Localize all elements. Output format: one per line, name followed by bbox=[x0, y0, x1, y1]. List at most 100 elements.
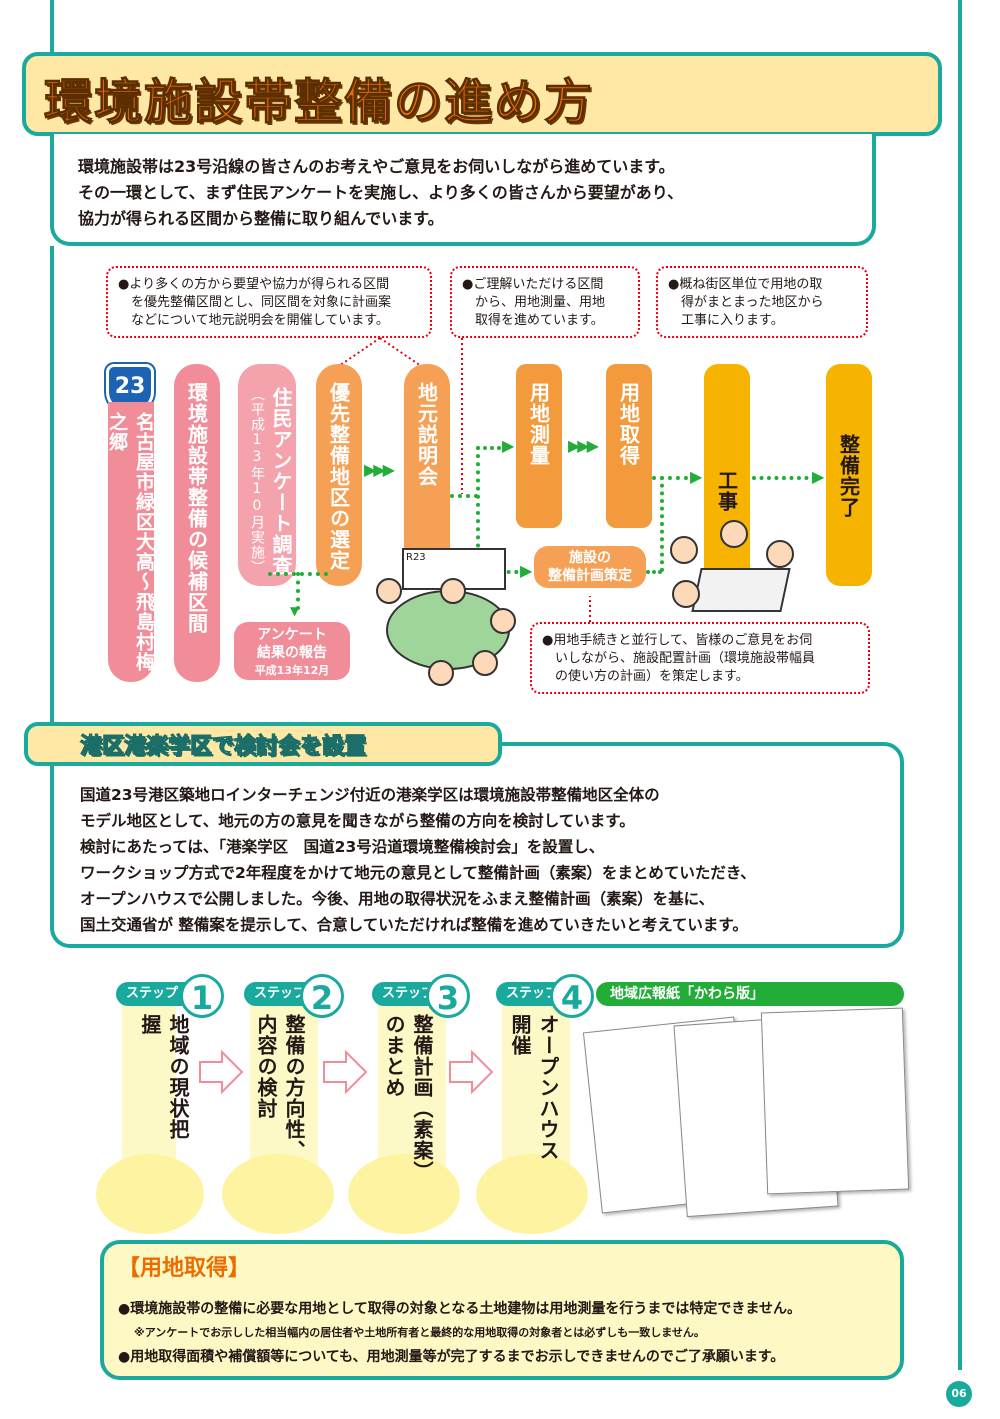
section2-line: オープンハウスで公開しました。今後、用地の取得状況をふまえ整備計画（素案）を基に… bbox=[80, 890, 715, 908]
note-line: などについて地元説明会を開催しています。 bbox=[118, 313, 389, 328]
flow-connector bbox=[476, 446, 508, 450]
step3-number: 3 bbox=[426, 974, 470, 1018]
flow-land-survey: 用地測量 bbox=[516, 364, 562, 528]
note-line: 工事に入ります。 bbox=[668, 313, 784, 328]
flow-connector bbox=[476, 446, 480, 572]
flow-connector bbox=[652, 476, 696, 480]
section2-text: 国道23号港区築地ロインターチェンジ付近の港楽学区は環境施設帯整備地区全体の モ… bbox=[80, 782, 756, 938]
intro-line: その一環として、まず住民アンケートを実施し、より多くの皆さんから要望があり、 bbox=[78, 183, 684, 202]
step1-text: 地域の現状把握 bbox=[138, 1014, 190, 1140]
connector-line bbox=[379, 337, 425, 369]
section2-line: 国土交通省が 整備案を提示して、合意していただければ整備を進めていきたいと考えて… bbox=[80, 916, 748, 934]
person-icon bbox=[766, 540, 794, 568]
connector-line bbox=[335, 337, 381, 369]
step2-text: 整備の方向性、 内容の検討 bbox=[254, 1014, 306, 1161]
flow-local-meeting: 地元説明会 bbox=[404, 364, 450, 582]
step4-text: オープンハウス 開催 bbox=[508, 1014, 560, 1161]
flow-sublabel: （平成13年10月実施） bbox=[249, 387, 265, 575]
flow-arrow-icon: ▶ bbox=[502, 436, 514, 455]
flow-connector bbox=[752, 476, 816, 480]
page-number: 06 bbox=[946, 1381, 972, 1407]
meeting-illustration: R23 bbox=[372, 548, 522, 688]
flow-connector bbox=[660, 476, 664, 572]
step2-illustration bbox=[222, 1154, 334, 1234]
frame-right-line bbox=[958, 0, 962, 1370]
route-number: 23 bbox=[114, 374, 146, 399]
badge-line: 整備計画策定 bbox=[548, 568, 632, 584]
person-icon bbox=[376, 578, 402, 604]
badge-line: アンケート bbox=[257, 627, 327, 643]
flow-label: 用地測量 bbox=[526, 382, 551, 466]
badge-line: 結果の報告 bbox=[257, 645, 327, 661]
step3-illustration bbox=[348, 1154, 460, 1234]
planning-illustration bbox=[662, 516, 802, 616]
flow-label: 名古屋市緑区大高〜飛島村梅之郷 bbox=[106, 412, 155, 672]
section2-line: モデル地区として、地元の方の意見を聞きながら整備の方向を検討しています。 bbox=[80, 812, 635, 830]
person-icon bbox=[440, 578, 466, 604]
note-line: 得がまとまった地区から bbox=[668, 295, 824, 310]
flow-construction: 工事 bbox=[704, 364, 750, 586]
section2-line: ワークショップ方式で2年程度をかけて地元の意見として整備計画（素案）をまとめてい… bbox=[80, 864, 756, 882]
flow-resident-survey: 住民アンケート調査 （平成13年10月実施） bbox=[238, 364, 296, 586]
land-box bbox=[100, 1240, 904, 1380]
person-icon bbox=[672, 580, 700, 608]
land-title: 【用地取得】 bbox=[118, 1256, 251, 1281]
intro-text: 環境施設帯は23号沿線の皆さんのお考えやご意見をお伺いしながら進めています。 そ… bbox=[78, 154, 683, 232]
step3-text: 整備計画（素案） のまとめ bbox=[382, 1014, 434, 1182]
land-line: ●用地取得面積や補償額等についても、用地測量等が完了するまでお示しできませんので… bbox=[118, 1349, 785, 1365]
flow-connector bbox=[646, 570, 662, 574]
facility-plan-badge: 施設の 整備計画策定 bbox=[534, 546, 646, 588]
section2-title: 港区港楽学区で検討会を設置 bbox=[79, 734, 367, 760]
person-icon bbox=[720, 520, 748, 548]
flow-priority-selection: 優先整備地区の選定 bbox=[316, 364, 362, 586]
note-explanation-meeting: ●より多くの方から要望や協力が得られる区間 を優先整備区間とし、同区間を対象に計… bbox=[106, 266, 432, 338]
kawara-tab: 地域広報紙「かわら版」 bbox=[596, 982, 904, 1006]
right-arrow-icon bbox=[323, 1049, 368, 1095]
frame-mid-left-line bbox=[50, 246, 54, 726]
step-arrows bbox=[199, 1049, 494, 1095]
note-line: ●より多くの方から要望や協力が得られる区間 bbox=[118, 277, 390, 292]
section2-line: 国道23号港区築地ロインターチェンジ付近の港楽学区は環境施設帯整備地区全体の bbox=[80, 786, 660, 804]
flow-land-acquisition: 用地取得 bbox=[606, 364, 652, 528]
note-facility-plan: ●用地手続きと並行して、皆様のご意見をお伺 いしながら、施設配置計画（環境施設帯… bbox=[530, 622, 870, 694]
step4-illustration bbox=[476, 1154, 588, 1234]
note-line: を優先整備区間とし、同区間を対象に計画案 bbox=[118, 295, 392, 310]
note-line: から、用地測量、用地 bbox=[462, 295, 606, 310]
map-table bbox=[691, 568, 791, 612]
title-banner bbox=[22, 52, 942, 136]
step1-illustration bbox=[96, 1154, 204, 1234]
intro-line: 協力が得られる区間から整備に取り組んでいます。 bbox=[78, 209, 444, 228]
note-land-survey: ●ご理解いただける区間 から、用地測量、用地 取得を進めています。 bbox=[450, 266, 640, 338]
note-connectors bbox=[335, 337, 591, 622]
person-icon bbox=[428, 660, 454, 686]
flow-connector bbox=[450, 494, 478, 498]
flow-arrow-icon: ▶ bbox=[812, 467, 824, 486]
flow-connector bbox=[296, 572, 300, 610]
note-line: いしながら、施設配置計画（環境施設帯幅員 bbox=[542, 651, 816, 666]
flow-label: 工事 bbox=[714, 470, 739, 512]
section2-tab bbox=[24, 722, 502, 766]
land-note: ※アンケートでお示しした相当幅内の居住者や土地所有者と最終的な用地取得の対象者と… bbox=[134, 1326, 705, 1339]
flow-label: 地元説明会 bbox=[414, 382, 439, 487]
person-icon bbox=[490, 608, 516, 634]
person-icon bbox=[670, 536, 698, 564]
land-line: ●環境施設帯の整備に必要な用地として取得の対象となる土地建物は用地測量を行うまで… bbox=[118, 1301, 801, 1317]
survey-report-badge: アンケート 結果の報告 平成13年12月 bbox=[234, 622, 350, 680]
flow-arrow-icon: ▶▶▶ bbox=[568, 436, 599, 455]
flow-label: 住民アンケート調査 bbox=[269, 386, 293, 576]
flow-label: 優先整備地区の選定 bbox=[326, 382, 351, 571]
flow-label: 整備完了 bbox=[836, 434, 861, 518]
newsletter-image bbox=[760, 1007, 910, 1195]
badge-line: 施設の bbox=[569, 550, 611, 566]
flow-label: 環境施設帯整備の候補区間 bbox=[184, 382, 209, 634]
note-line: ●用地手続きと並行して、皆様のご意見をお伺 bbox=[542, 633, 813, 648]
note-line: ●概ね街区単位で用地の取 bbox=[668, 277, 823, 292]
step4-number: 4 bbox=[550, 974, 594, 1018]
page-title: 環境施設帯整備の進め方 bbox=[43, 74, 595, 131]
frame-left-line bbox=[50, 0, 54, 60]
board-label: R23 bbox=[406, 552, 426, 563]
note-line: の使い方の計画）を策定します。 bbox=[542, 669, 749, 684]
flow-completion: 整備完了 bbox=[826, 364, 872, 586]
note-line: ●ご理解いただける区間 bbox=[462, 277, 604, 292]
note-line: 取得を進めています。 bbox=[462, 313, 604, 328]
